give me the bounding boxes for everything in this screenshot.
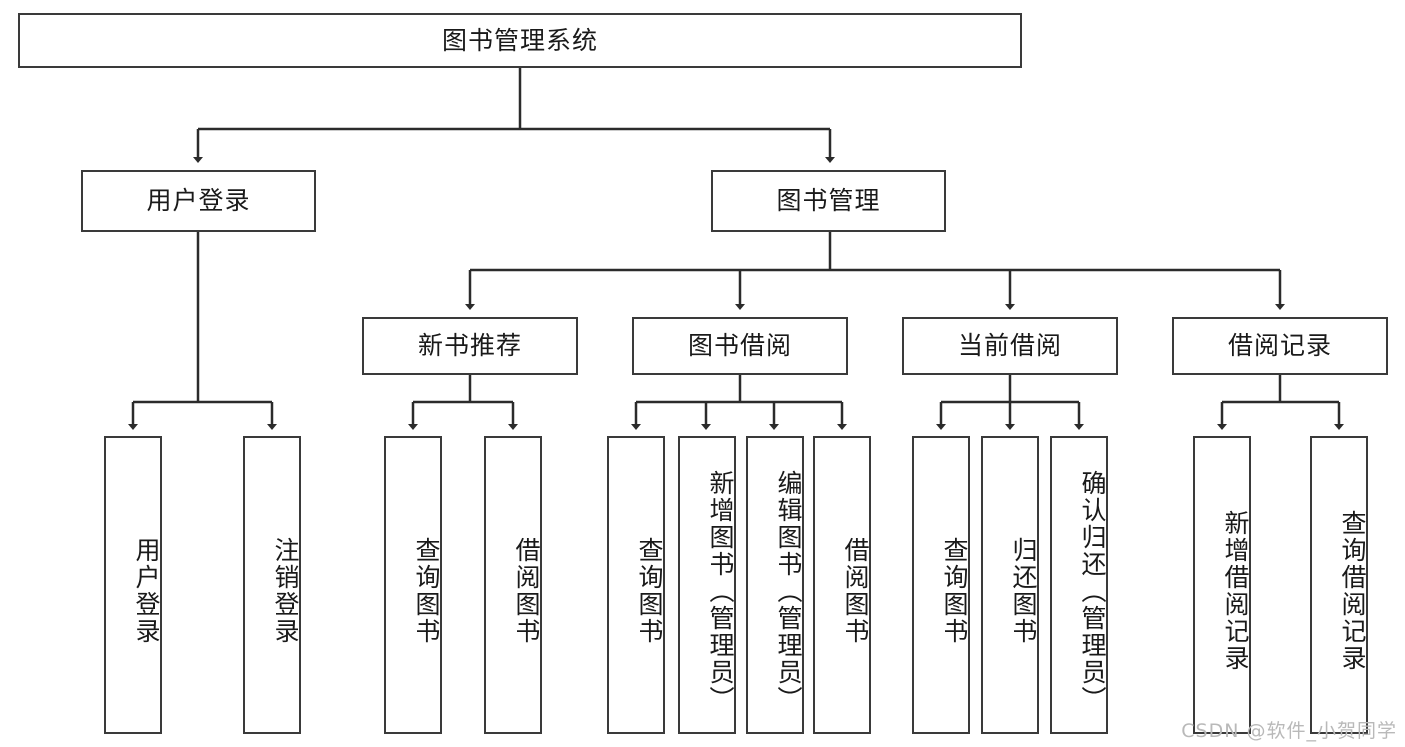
leaf-borrow-add-book-admin[interactable]: 新增图书（管理员）: [678, 436, 736, 734]
leaf-user-login-login[interactable]: 用户登录: [104, 436, 162, 734]
node-root-system[interactable]: 图书管理系统: [18, 13, 1022, 68]
node-borrow-records[interactable]: 借阅记录: [1172, 317, 1388, 375]
leaf-current-return-book[interactable]: 归还图书: [981, 436, 1039, 734]
leaf-borrow-edit-book-admin[interactable]: 编辑图书（管理员）: [746, 436, 804, 734]
watermark-text: CSDN @软件_小贺同学: [1181, 720, 1397, 742]
leaf-records-query-record[interactable]: 查询借阅记录: [1310, 436, 1368, 734]
leaf-recommend-borrow-book[interactable]: 借阅图书: [484, 436, 542, 734]
node-book-borrow[interactable]: 图书借阅: [632, 317, 848, 375]
leaf-current-query-book[interactable]: 查询图书: [912, 436, 970, 734]
node-new-book-recommend[interactable]: 新书推荐: [362, 317, 578, 375]
leaf-user-login-logout[interactable]: 注销登录: [243, 436, 301, 734]
leaf-current-confirm-return-admin[interactable]: 确认归还（管理员）: [1050, 436, 1108, 734]
leaf-borrow-borrow-book[interactable]: 借阅图书: [813, 436, 871, 734]
node-book-management[interactable]: 图书管理: [711, 170, 946, 232]
node-user-login[interactable]: 用户登录: [81, 170, 316, 232]
leaf-recommend-query-book[interactable]: 查询图书: [384, 436, 442, 734]
node-current-borrow[interactable]: 当前借阅: [902, 317, 1118, 375]
leaf-borrow-query-book[interactable]: 查询图书: [607, 436, 665, 734]
leaf-records-add-record[interactable]: 新增借阅记录: [1193, 436, 1251, 734]
